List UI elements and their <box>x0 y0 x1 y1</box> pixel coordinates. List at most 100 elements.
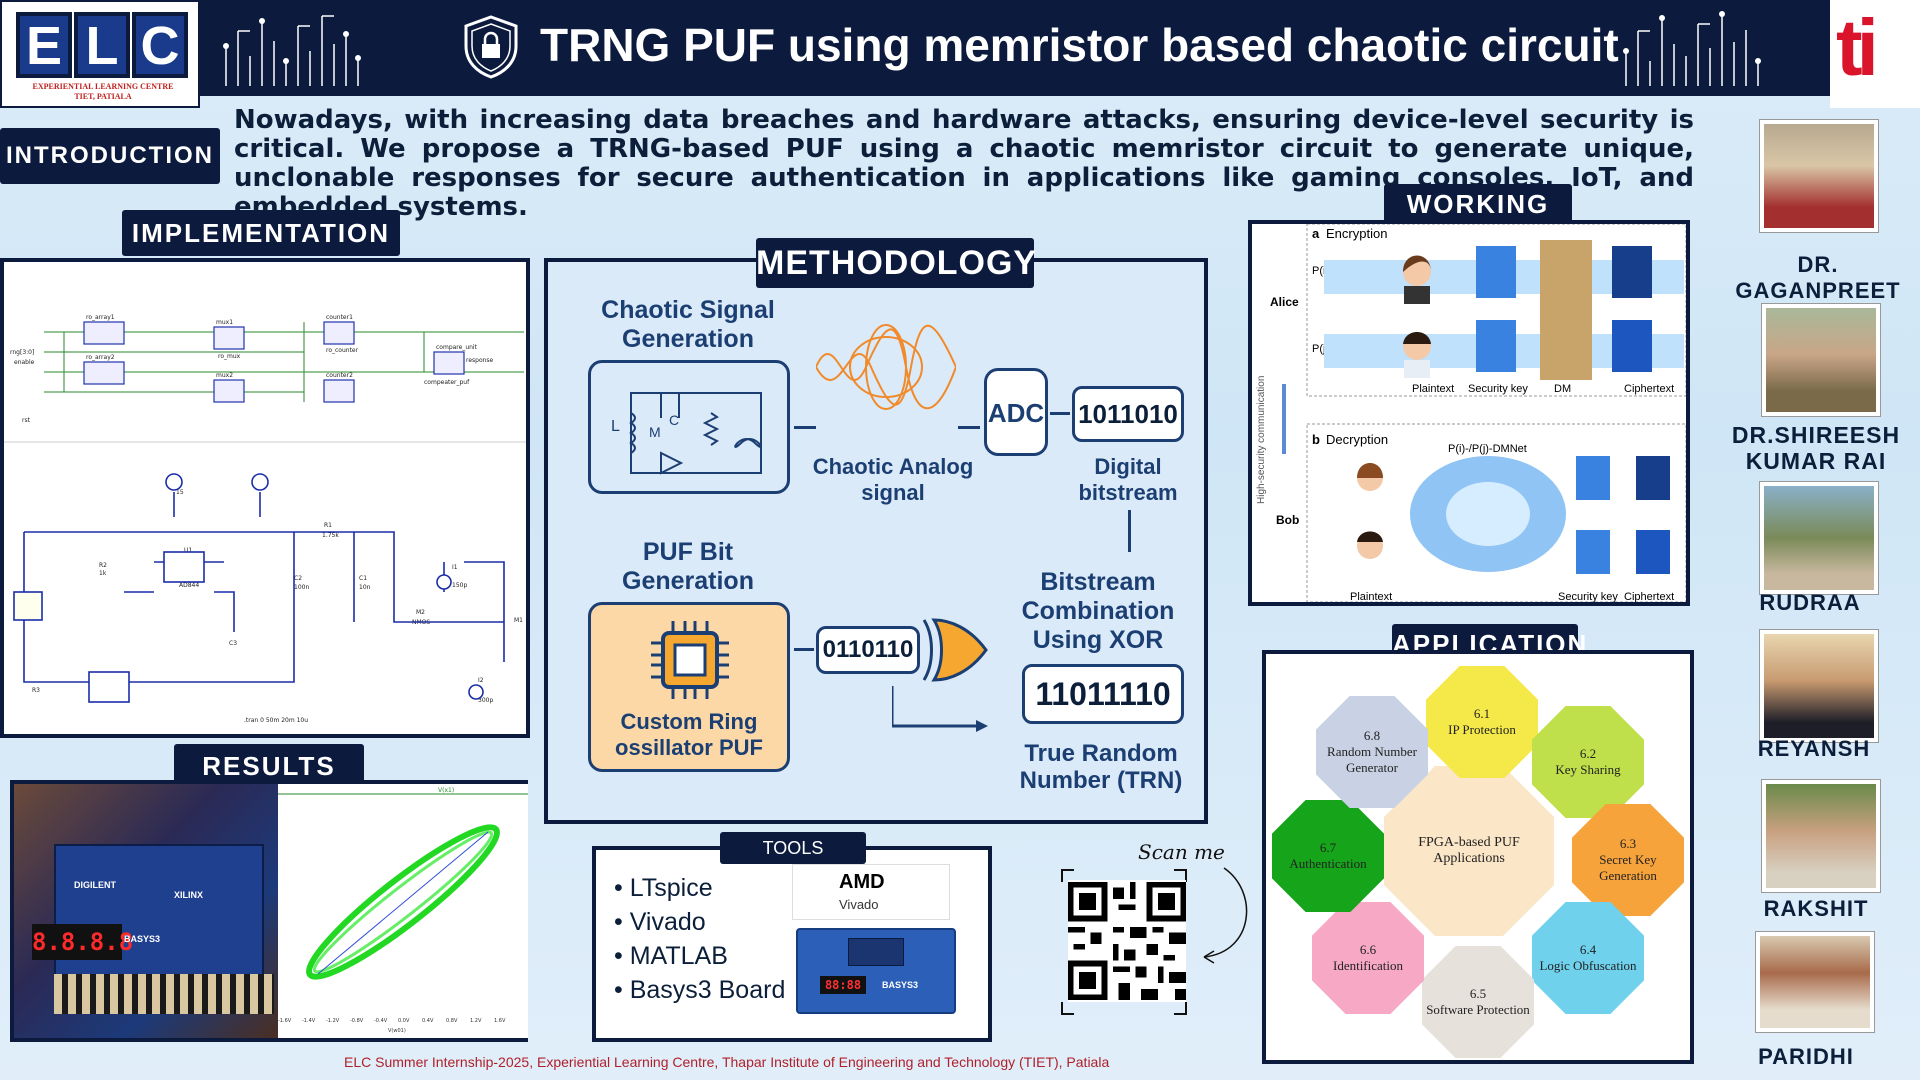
schematic-label-ro-array1: ro_array1 <box>86 314 115 321</box>
tool-ltspice: LTspice <box>629 874 713 902</box>
elc-letter-e: E <box>16 12 72 78</box>
schematic-label-tran: .tran 0 50m 20m 10u <box>244 717 308 724</box>
working-label: WORKING <box>1384 184 1572 224</box>
tool-item: • LTspice <box>614 874 713 902</box>
app-num: 6.5 <box>1469 986 1487 1001</box>
app-num: 6.3 <box>1619 836 1637 851</box>
photo-rakshit <box>1762 780 1880 892</box>
amd-vivado-logo: AMD Vivado <box>792 864 950 920</box>
implementation-schematic: rng[3:0] enable rst ro_array1 ro_array2 … <box>0 258 530 738</box>
schematic-label-mux1: mux1 <box>216 319 233 326</box>
arrow <box>958 426 980 429</box>
photo-shireesh-kumar-rai <box>1762 304 1880 416</box>
schematic-label-c2: C2 <box>294 575 302 582</box>
dmnet-label: P(i)-/P(j)-DMNet <box>1448 443 1527 455</box>
tool-basys3: Basys3 Board <box>629 976 786 1004</box>
encryption-tag: a <box>1312 226 1320 241</box>
circuit-decoration-right <box>1623 11 1761 86</box>
tool-item: • Basys3 Board <box>614 976 786 1004</box>
schematic-label-10n: 10n <box>359 584 371 591</box>
app-name: Logic Obfuscation <box>1539 958 1637 973</box>
bottom-label-plaintext: Plaintext <box>1350 591 1392 602</box>
schematic-label-15: 15 <box>176 489 184 496</box>
implementation-label: IMPLEMENTATION <box>122 210 400 256</box>
schematic-label-100n: 100n <box>294 584 309 591</box>
board-seven-segment: 88:88 <box>820 976 866 994</box>
trn-bits-box: 11011110 <box>1022 664 1184 724</box>
elc-subtitle-line1: EXPERIENTIAL LEARNING CENTRE <box>32 82 174 91</box>
person-name-reyansh: REYANSH <box>1757 736 1871 761</box>
scan-me-label: Scan me <box>1138 840 1225 864</box>
tools-panel: • LTspice • Vivado • MATLAB • Basys3 Boa… <box>592 846 992 1042</box>
elc-letter-l: L <box>74 12 130 78</box>
plot-x-tick: -0.8V <box>350 1018 364 1024</box>
puf-bits-box: 0110110 <box>816 626 920 674</box>
app-name: Authentication <box>1289 856 1367 871</box>
board-label-basys3: BASYS3 <box>124 934 161 944</box>
board-chip <box>848 938 904 966</box>
schematic-label-r2: R2 <box>99 562 107 569</box>
plot-x-tick: 0.8V <box>446 1018 458 1024</box>
photo-paridhi <box>1756 932 1874 1032</box>
schematic-label-ad844: AD844 <box>179 582 199 589</box>
plot-x-tick: 0.0V <box>398 1018 410 1024</box>
puf-title: PUF Bit Generation <box>622 538 754 595</box>
col-label-ciphertext: Ciphertext <box>1624 383 1674 395</box>
circuit-label-m: M <box>649 424 661 440</box>
puf-box: Custom Ring ossillator PUF <box>588 602 790 772</box>
schematic-label-enable: enable <box>14 359 35 366</box>
app-name: IP Protection <box>1448 722 1516 737</box>
alice-label: Alice <box>1270 295 1299 309</box>
schematic-diagram: rng[3:0] enable rst ro_array1 ro_array2 … <box>4 314 526 724</box>
chaotic-waveform-icon <box>816 324 956 410</box>
plot-x-tick: -1.4V <box>302 1018 316 1024</box>
arrow <box>1050 412 1070 415</box>
schematic-label-ro-array2: ro_array2 <box>86 354 115 361</box>
circuit-decoration-left <box>223 15 361 86</box>
bob-label: Bob <box>1276 513 1299 527</box>
decryption-label: Decryption <box>1326 432 1388 447</box>
schematic-label-counter1: counter1 <box>326 314 353 321</box>
col-label-plaintext: Plaintext <box>1412 383 1454 395</box>
schematic-label-rng: rng[3:0] <box>10 349 34 356</box>
bottom-label-ciphertext: Ciphertext <box>1624 591 1674 602</box>
encryption-label: Encryption <box>1326 226 1387 241</box>
schematic-label-150p: 150p <box>452 582 467 589</box>
footer-text: ELC Summer Internship-2025, Experiential… <box>344 1054 1110 1070</box>
app-name: Software Protection <box>1426 1002 1530 1017</box>
col-label-dm: DM <box>1554 383 1571 395</box>
ti-logo-text: ti <box>1836 3 1879 92</box>
app-num: 6.7 <box>1319 840 1337 855</box>
arrow <box>794 426 816 429</box>
schematic-label-m1: M1 <box>514 617 523 624</box>
tools-label: TOOLS <box>720 832 866 864</box>
qr-code[interactable] <box>1068 880 1186 1002</box>
photo-rudraa <box>1760 482 1878 594</box>
connector-arrow <box>892 686 988 732</box>
board-label: BASYS3 <box>882 980 919 990</box>
elc-letter-c: C <box>132 12 188 78</box>
adc-block: ADC <box>984 368 1048 456</box>
application-center: FPGA-based PUF Applications <box>1384 766 1554 936</box>
plot-x-tick: -0.4V <box>374 1018 388 1024</box>
board-label-digilent: DIGILENT <box>74 880 116 890</box>
schematic-label-ro-mux: ro_mux <box>218 353 241 360</box>
chua-circuit-icon: L M C <box>611 392 762 475</box>
vertical-label: High-security communication <box>1256 376 1267 504</box>
app-num: 6.4 <box>1579 942 1597 957</box>
elc-subtitle-line2: TIET, PATIALA <box>74 92 132 101</box>
analog-signal-label: Chaotic Analog signal <box>812 454 974 505</box>
arrow-down <box>1128 510 1131 552</box>
working-panel: a Encryption Alice Bob P(i) P(j) Plainte… <box>1248 220 1690 606</box>
chip-icon <box>651 621 729 699</box>
arrow <box>794 648 814 651</box>
schematic-label-1k: 1k <box>99 570 107 577</box>
chaotic-circuit-box: L M C <box>588 360 790 494</box>
circuit-label-c: C <box>669 412 679 428</box>
tool-item: • MATLAB <box>614 942 728 970</box>
